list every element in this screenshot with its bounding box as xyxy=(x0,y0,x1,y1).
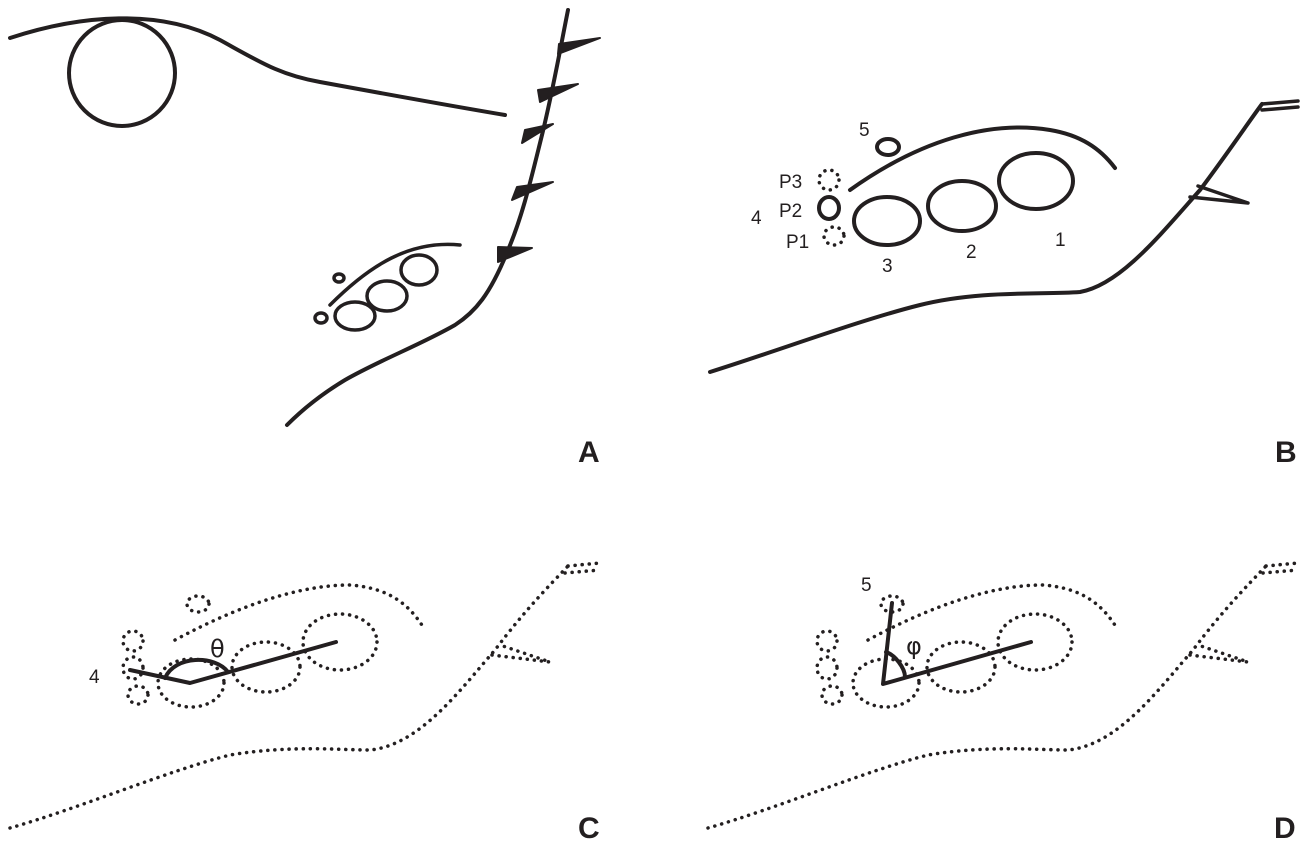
panel-c-angle-lines xyxy=(128,640,338,685)
panel-a: A xyxy=(8,8,601,469)
panel-b-mid-tick xyxy=(1188,184,1250,205)
panel-a-arc xyxy=(328,242,462,307)
panel-a-oval-3 xyxy=(333,300,377,332)
panel-b: 1 2 3 4 5 P3 P2 P1 B xyxy=(708,99,1300,469)
panel-b-label-4: 4 xyxy=(751,208,762,229)
panel-a-dot-1 xyxy=(332,272,346,284)
panel-d-lower-contour xyxy=(706,564,1268,830)
panel-a-barb-4 xyxy=(511,181,554,201)
panel-d-root-p3 xyxy=(815,629,839,653)
panel-a-letter: A xyxy=(578,436,600,469)
panel-c-root-p3 xyxy=(121,629,145,653)
panel-d-angle-arc xyxy=(884,650,907,679)
panel-a-circle xyxy=(67,18,177,128)
panel-b-root-2 xyxy=(926,179,998,233)
panel-b-root-5 xyxy=(875,137,901,157)
panel-b-root-3 xyxy=(852,195,922,247)
panel-c-top-tick xyxy=(563,561,602,575)
panel-c: 4 θ C xyxy=(8,561,602,843)
panel-d-top-tick xyxy=(1261,561,1300,575)
panel-d-phi: φ xyxy=(906,632,922,660)
panel-b-label-1: 1 xyxy=(1055,230,1066,251)
panel-d-root-p2 xyxy=(815,655,839,681)
panel-c-angle-arc xyxy=(163,658,230,680)
panel-d-root-p1 xyxy=(820,684,844,706)
panel-d-root-2 xyxy=(925,640,997,694)
panel-b-label-2: 2 xyxy=(966,242,977,263)
panel-b-root-4 xyxy=(817,195,841,221)
panel-a-upper-contour xyxy=(8,16,507,117)
panel-d-mid-tick xyxy=(1188,643,1250,664)
panel-c-theta: θ xyxy=(210,635,225,663)
panel-b-arc xyxy=(848,125,1117,192)
panel-a-barb-1 xyxy=(557,37,601,55)
panel-c-root-p1 xyxy=(126,684,150,706)
panel-b-label-p1: P1 xyxy=(786,232,809,253)
panel-b-root-p1 xyxy=(822,225,846,247)
panel-b-root-1 xyxy=(997,151,1075,211)
panel-b-label-5: 5 xyxy=(859,120,870,141)
panel-c-lower-contour xyxy=(8,564,570,830)
panel-d-arc xyxy=(866,583,1120,642)
panel-a-dot-2 xyxy=(313,311,329,325)
panel-c-arc xyxy=(173,583,427,642)
panel-a-spine-line xyxy=(285,8,570,427)
panel-a-barb-3 xyxy=(521,123,554,144)
panel-c-label-4: 4 xyxy=(89,667,100,688)
panel-c-root-2 xyxy=(230,640,302,694)
panel-b-top-tick xyxy=(1260,99,1300,112)
panel-c-root-1 xyxy=(301,612,379,672)
panel-d-letter: D xyxy=(1274,812,1296,843)
panel-b-label-p2: P2 xyxy=(779,201,802,222)
panel-b-label-p3: P3 xyxy=(779,172,802,193)
panel-a-barb-5 xyxy=(497,246,533,263)
panel-a-oval-1 xyxy=(399,253,439,287)
panel-d: 5 φ D xyxy=(706,561,1300,843)
panel-c-root-p2 xyxy=(121,655,145,681)
panel-d-label-5: 5 xyxy=(861,575,872,596)
panel-a-oval-2 xyxy=(365,279,409,313)
panel-d-angle-lines xyxy=(881,601,1033,686)
panel-b-root-p3 xyxy=(817,168,841,192)
panel-d-root-1 xyxy=(996,612,1074,672)
panel-a-barb-2 xyxy=(537,83,579,103)
panel-b-label-3: 3 xyxy=(882,256,893,277)
panel-b-letter: B xyxy=(1275,436,1297,469)
panel-c-letter: C xyxy=(578,812,600,843)
panel-c-mid-tick xyxy=(490,643,552,664)
panel-c-root-5 xyxy=(185,594,211,614)
panel-b-lower-contour xyxy=(708,102,1264,374)
